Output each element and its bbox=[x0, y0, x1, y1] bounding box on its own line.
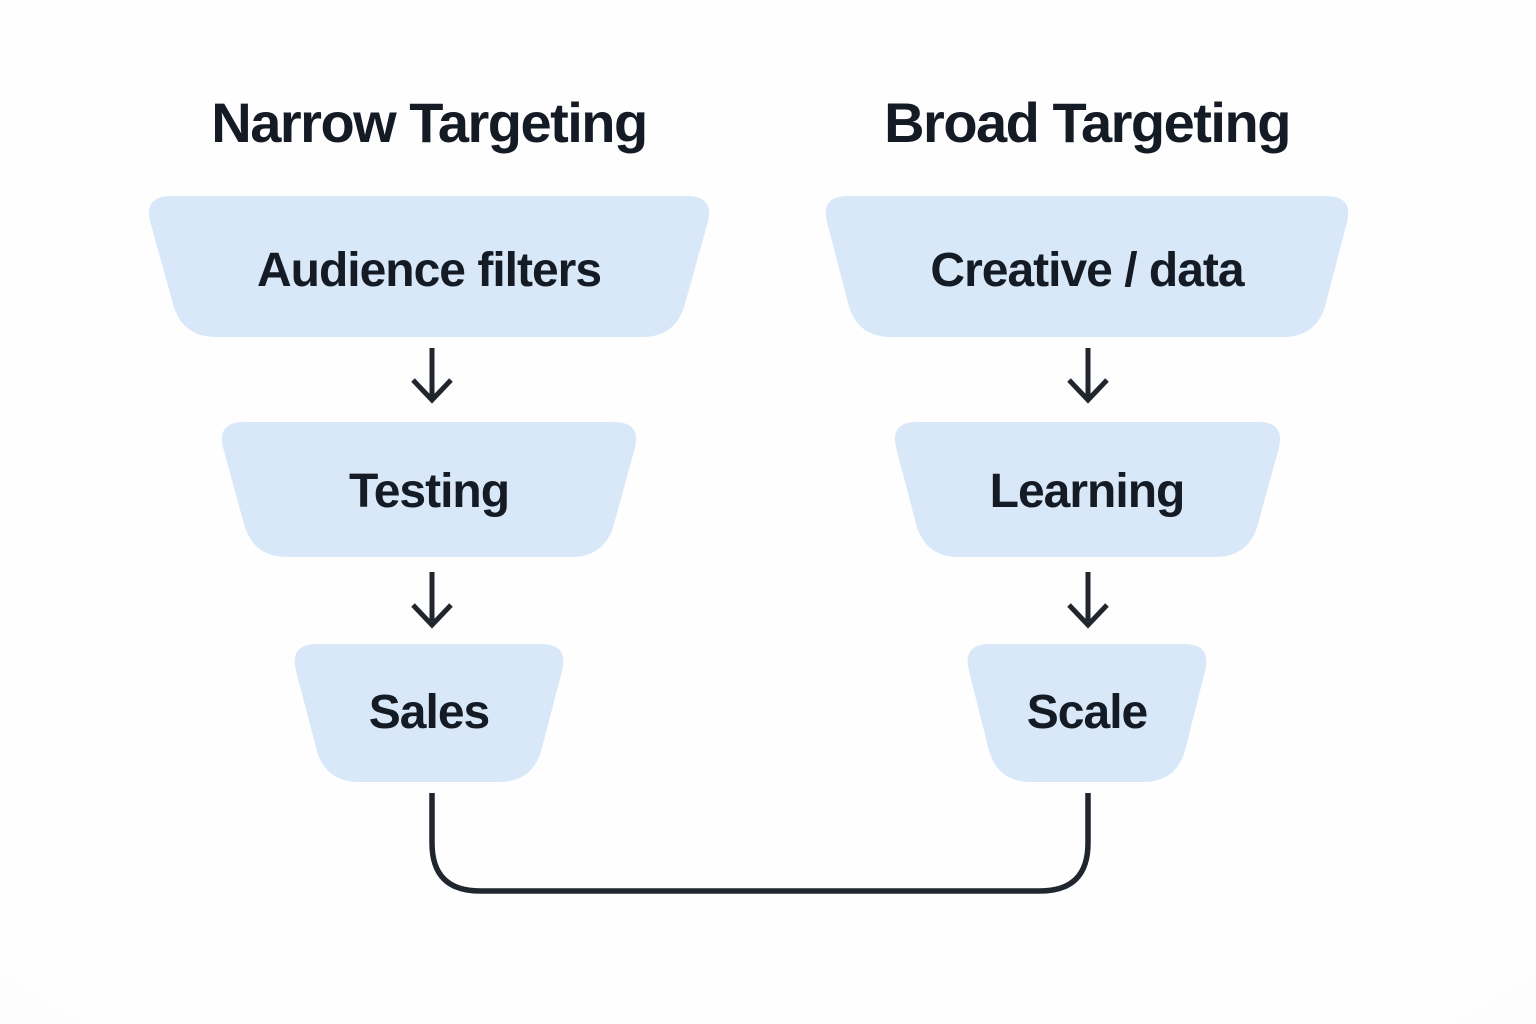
arrow-down-icon bbox=[1067, 348, 1109, 404]
right-funnel-title: Broad Targeting bbox=[884, 91, 1290, 154]
arrow-head bbox=[1067, 378, 1109, 404]
narrow-stage-1-shape bbox=[148, 196, 710, 337]
narrow-stage-3-shape bbox=[294, 644, 564, 782]
arrow-head bbox=[1067, 603, 1109, 629]
broad-stage-2-shape bbox=[894, 422, 1281, 557]
broad-stage-3-label: Scale bbox=[1027, 686, 1148, 739]
broad-stage-3-shape bbox=[967, 644, 1207, 782]
narrow-stage-2-shape bbox=[221, 422, 637, 557]
arrow-down-icon bbox=[1067, 572, 1109, 629]
arrow-head bbox=[411, 378, 453, 404]
narrow-stage-1-label: Audience filters bbox=[257, 244, 601, 297]
arrow-head bbox=[411, 603, 453, 629]
narrow-stage-2-label: Testing bbox=[349, 465, 509, 518]
arrow-down-icon bbox=[411, 348, 453, 404]
funnel-connector-line bbox=[429, 793, 1091, 894]
narrow-stage-3-label: Sales bbox=[369, 686, 489, 739]
arrow-down-icon bbox=[411, 572, 453, 629]
broad-stage-1-shape bbox=[825, 196, 1349, 337]
broad-stage-1-label: Creative / data bbox=[930, 244, 1244, 297]
left-funnel-title: Narrow Targeting bbox=[211, 91, 646, 154]
broad-stage-2-label: Learning bbox=[990, 465, 1185, 518]
